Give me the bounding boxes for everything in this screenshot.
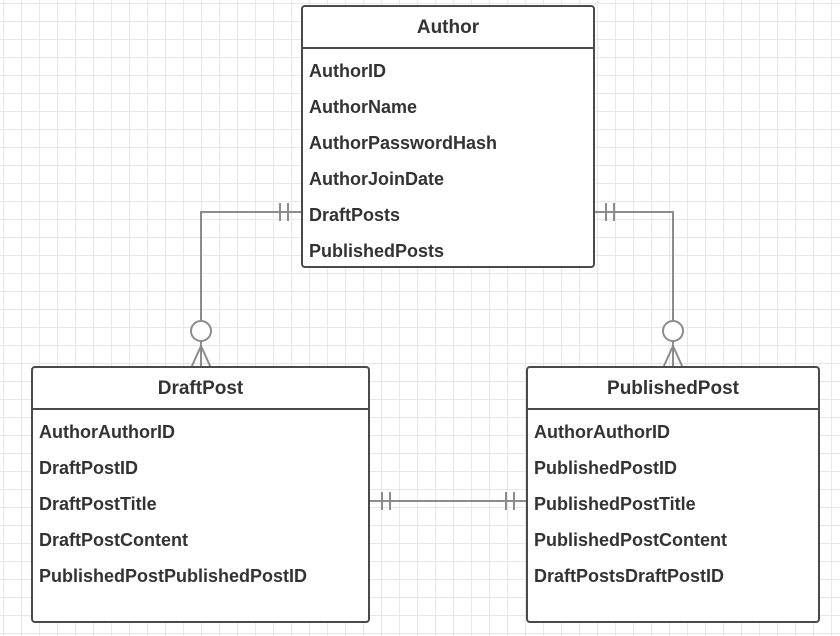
entity-field: DraftPostsDraftPostID	[534, 566, 725, 586]
entity-field: PublishedPostPublishedPostID	[39, 566, 308, 586]
relationship-draftpost-publishedpost	[369, 492, 527, 510]
entity-publishedpost[interactable]: PublishedPost AuthorAuthorID PublishedPo…	[526, 366, 820, 623]
entity-publishedpost-title: PublishedPost	[528, 368, 818, 410]
entity-author[interactable]: Author AuthorID AuthorName AuthorPasswor…	[301, 5, 595, 268]
entity-field: AuthorAuthorID	[534, 422, 670, 442]
entity-field: PublishedPostID	[534, 458, 678, 478]
entity-field: PublishedPosts	[309, 241, 445, 261]
entity-author-fields: AuthorID AuthorName AuthorPasswordHash A…	[303, 49, 593, 266]
entity-draftpost[interactable]: DraftPost AuthorAuthorID DraftPostID Dra…	[31, 366, 370, 623]
entity-field: PublishedPostContent	[534, 530, 727, 550]
entity-field: DraftPosts	[309, 205, 401, 225]
entity-field: DraftPostID	[39, 458, 139, 478]
entity-field: AuthorName	[309, 97, 418, 117]
entity-field: AuthorPasswordHash	[309, 133, 498, 153]
relationship-author-publishedpost	[594, 203, 684, 369]
entity-field: AuthorAuthorID	[39, 422, 175, 442]
relationship-author-draftpost	[190, 203, 302, 369]
entity-field: AuthorJoinDate	[309, 169, 444, 189]
entity-field: AuthorID	[309, 61, 386, 81]
entity-publishedpost-fields: AuthorAuthorID PublishedPostID Published…	[528, 410, 818, 594]
entity-field: PublishedPostTitle	[534, 494, 696, 514]
entity-author-title: Author	[303, 7, 593, 49]
entity-field: DraftPostContent	[39, 530, 188, 550]
entity-field: DraftPostTitle	[39, 494, 157, 514]
entity-draftpost-fields: AuthorAuthorID DraftPostID DraftPostTitl…	[33, 410, 368, 594]
entity-draftpost-title: DraftPost	[33, 368, 368, 410]
